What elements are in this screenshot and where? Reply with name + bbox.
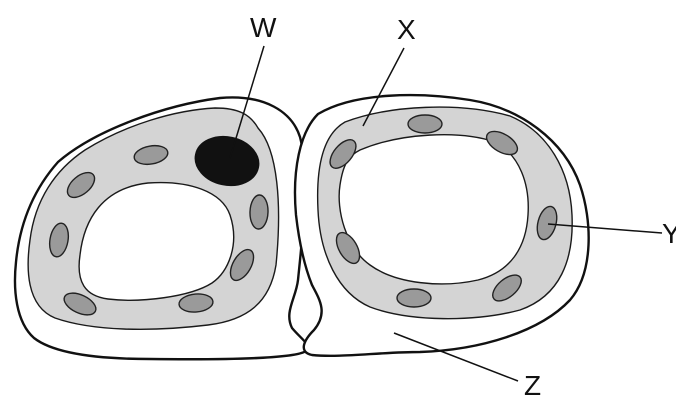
label-z: Z: [524, 372, 541, 400]
right-vacuole: [339, 135, 528, 284]
chloroplast: [408, 115, 442, 133]
label-y: Y: [662, 220, 676, 248]
label-w: W: [250, 14, 276, 42]
chloroplast: [397, 289, 431, 307]
chloroplast: [249, 195, 268, 230]
label-x: X: [397, 16, 416, 44]
